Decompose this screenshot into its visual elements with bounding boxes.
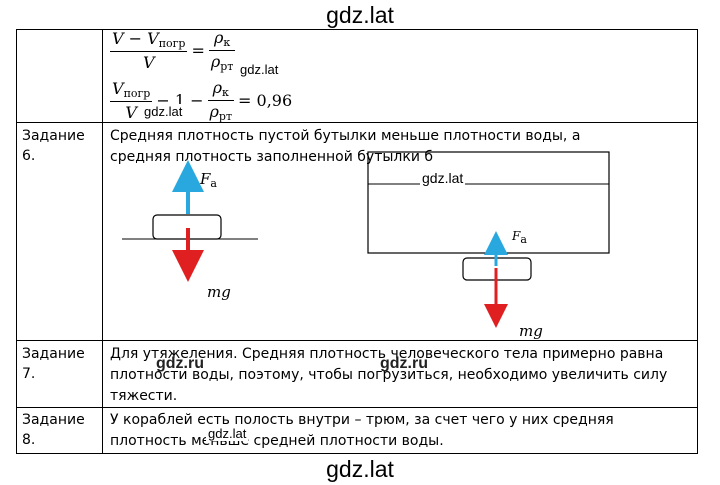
gravity-label-left: mg (207, 283, 231, 301)
watermark-overlay-1: gdz.lat (238, 62, 281, 77)
buoyancy-label-right: Fа (512, 229, 527, 246)
gravity-label-right: mg (519, 322, 543, 340)
watermark-bottom: gdz.lat (326, 456, 394, 482)
task-8-label: Задание 8. (22, 412, 85, 448)
row-divider-3 (16, 407, 698, 408)
buoyancy-label-left: Fа (200, 170, 217, 190)
task-6-label: Задание 6. (22, 128, 85, 164)
water-vessel (367, 151, 610, 254)
row-divider-2 (16, 340, 698, 341)
watermark-ru-2: gdz.ru (380, 355, 428, 372)
watermark-top: gdz.lat (326, 2, 394, 28)
row-divider-1 (16, 122, 698, 123)
watermark-ru-1: gdz.ru (156, 355, 204, 372)
watermark-overlay-2: gdz.lat (142, 104, 185, 119)
answer-table (16, 29, 698, 454)
watermark-overlay-3: gdz.lat (420, 170, 466, 186)
task-7-text: Для утяжеления. Средняя плотность челове… (110, 346, 668, 404)
task-8-text: У кораблей есть полость внутри – трюм, з… (110, 412, 614, 449)
watermark-overlay-4: gdz.lat (206, 426, 249, 441)
column-divider (102, 29, 103, 454)
task-7-label: Задание 7. (22, 346, 85, 382)
formula-line-1: V − Vпогр V = ρк ρрт (110, 28, 236, 73)
